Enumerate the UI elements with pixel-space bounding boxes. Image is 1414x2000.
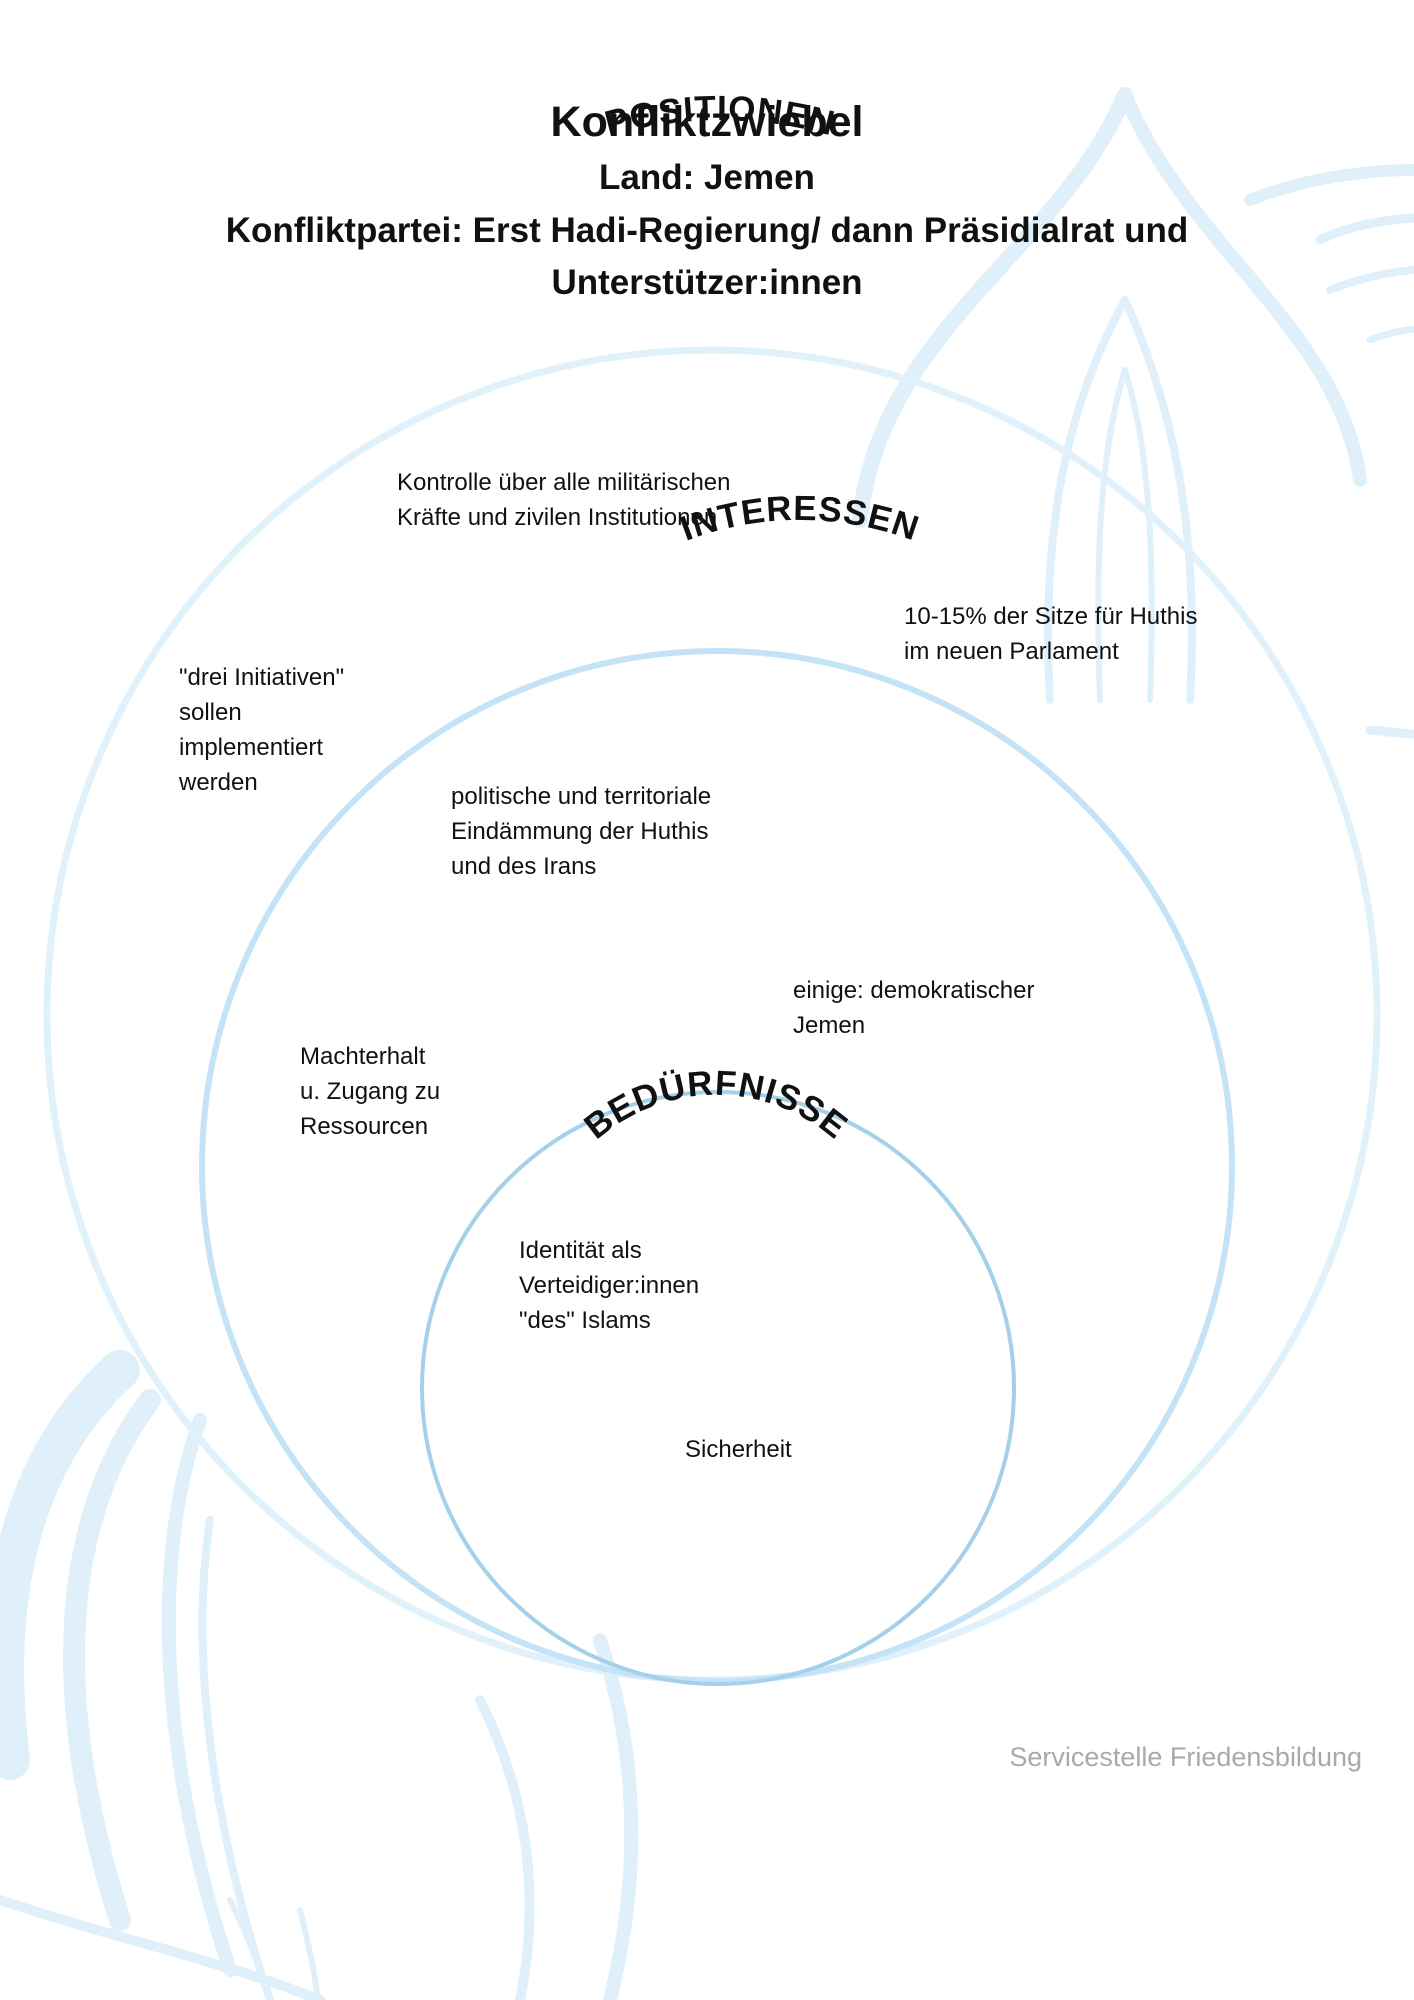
positions-ring (43, 346, 1381, 1684)
interest-note-democratic: einige: demokratischer Jemen (793, 977, 1035, 1039)
interest-note-power: Machterhalt u. Zugang zu Ressourcen (300, 1043, 441, 1140)
interest-note-containment: politische und territoriale Eindämmung d… (451, 783, 712, 880)
conflict-party-subtitle: Konfliktpartei: Erst Hadi-Regierung/ dan… (225, 211, 1189, 302)
page-title: Konfliktzwiebel (550, 98, 864, 146)
footer-credit: Servicestelle Friedensbildung (1009, 1742, 1362, 1772)
need-note-security: Sicherheit (685, 1436, 792, 1463)
country-subtitle: Land: Jemen (599, 158, 815, 197)
needs-label: BEDÜRFNISSE (577, 1064, 855, 1147)
needs-ring (420, 1090, 1016, 1686)
interests-ring (199, 648, 1235, 1684)
position-note-seats: 10-15% der Sitze für Huthis im neuen Par… (904, 603, 1198, 665)
position-note-control: Kontrolle über alle militärischen Kräfte… (397, 469, 731, 531)
need-note-identity: Identität als Verteidiger:innen "des" Is… (519, 1237, 700, 1334)
position-note-initiatives: "drei Initiativen" sollen implementiert … (179, 664, 345, 796)
